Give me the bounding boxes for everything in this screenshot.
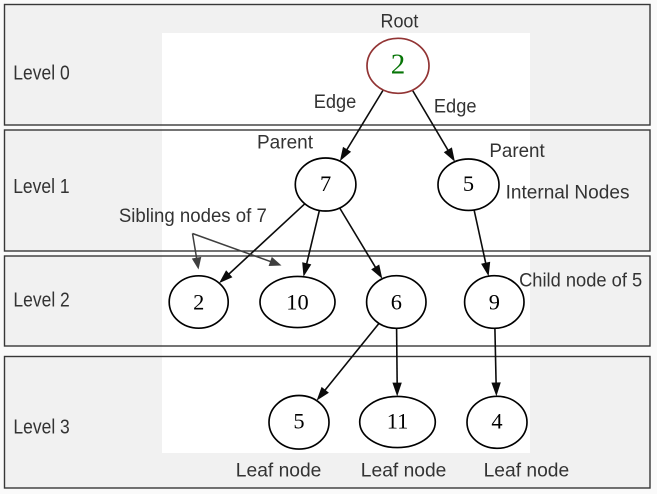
svg-text:Parent: Parent bbox=[257, 132, 314, 154]
svg-text:Leaf node: Leaf node bbox=[236, 460, 322, 482]
svg-text:Sibling nodes of 7: Sibling nodes of 7 bbox=[119, 205, 267, 227]
svg-text:Edge: Edge bbox=[314, 91, 357, 113]
svg-text:Internal Nodes: Internal Nodes bbox=[506, 182, 630, 204]
svg-text:7: 7 bbox=[320, 171, 331, 196]
svg-text:Level 0: Level 0 bbox=[13, 63, 69, 85]
svg-text:Parent: Parent bbox=[489, 140, 545, 162]
svg-text:Leaf node: Leaf node bbox=[361, 460, 447, 482]
svg-text:Level 3: Level 3 bbox=[13, 416, 69, 438]
svg-text:5: 5 bbox=[463, 171, 474, 196]
svg-text:6: 6 bbox=[391, 289, 402, 314]
svg-text:Child node of 5: Child node of 5 bbox=[519, 270, 642, 292]
svg-text:4: 4 bbox=[491, 409, 502, 434]
svg-text:Level 1: Level 1 bbox=[13, 176, 69, 198]
svg-text:Level 2: Level 2 bbox=[13, 289, 69, 311]
svg-text:10: 10 bbox=[286, 289, 308, 314]
svg-text:Root: Root bbox=[381, 11, 419, 33]
svg-text:Leaf node: Leaf node bbox=[484, 460, 570, 482]
svg-text:Edge: Edge bbox=[434, 95, 477, 117]
svg-text:2: 2 bbox=[391, 49, 406, 81]
svg-text:5: 5 bbox=[293, 409, 304, 434]
svg-text:9: 9 bbox=[489, 289, 500, 314]
svg-text:2: 2 bbox=[193, 289, 204, 314]
svg-text:11: 11 bbox=[387, 409, 409, 434]
